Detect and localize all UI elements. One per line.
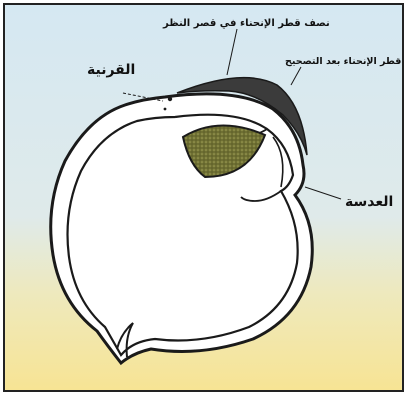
- radius-after-leader: [291, 67, 301, 85]
- cornea-dot-small: [164, 108, 167, 111]
- cornea-dot: [168, 97, 172, 101]
- diagram-frame: نصف قطر الإنحناء في قصر النظر القرنية نص…: [3, 3, 404, 392]
- label-radius-after: نصف قطر الإنحناء بعد التصحيح: [285, 57, 404, 67]
- radius-before-leader: [227, 29, 237, 75]
- label-lens: العدسة: [345, 195, 393, 209]
- lens-leader: [305, 187, 341, 199]
- label-cornea: القرنية: [87, 63, 135, 77]
- label-radius-before: نصف قطر الإنحناء في قصر النظر: [163, 19, 330, 29]
